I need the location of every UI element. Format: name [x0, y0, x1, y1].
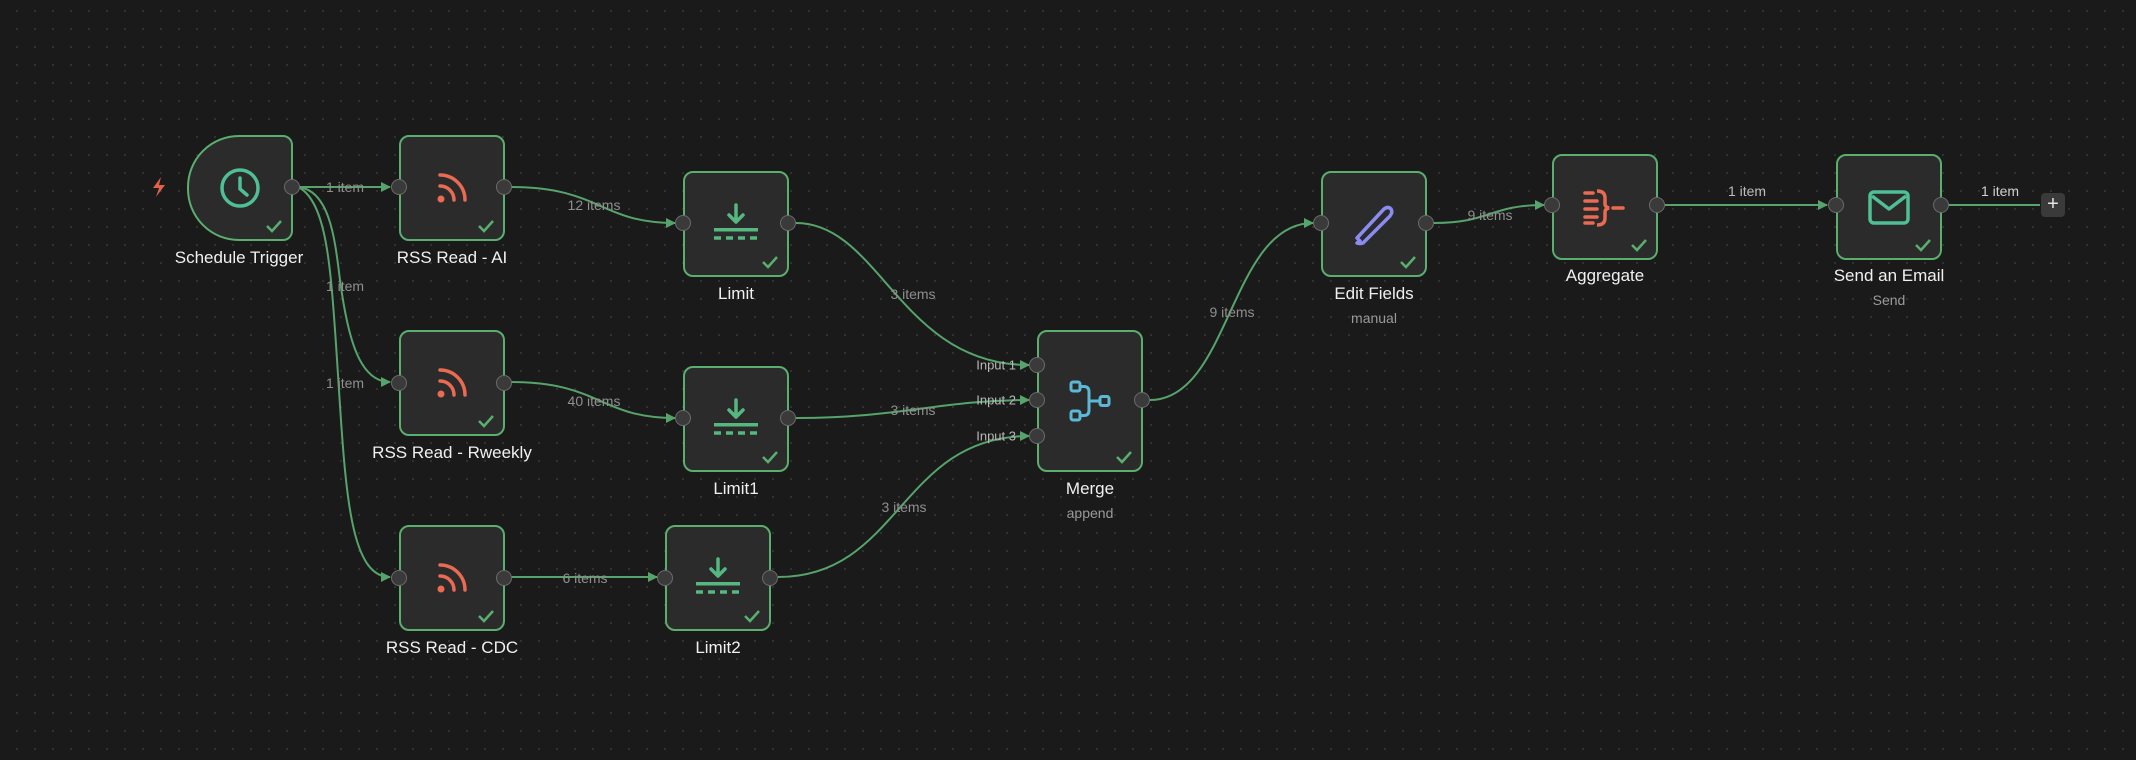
output-port[interactable]	[496, 375, 512, 391]
trigger-bolt-icon	[153, 177, 165, 197]
input-port[interactable]	[391, 375, 407, 391]
aggregate-icon	[1583, 189, 1625, 227]
node-subtitle: Send	[1872, 292, 1906, 308]
input-port[interactable]	[675, 410, 691, 426]
node-rss-read-rweekly[interactable]	[399, 330, 505, 436]
node-title: Edit Fields	[1334, 284, 1414, 303]
edge-label: 3 items	[890, 286, 936, 302]
input-label: Input 3	[976, 428, 1016, 444]
node-rss-read-cdc[interactable]	[399, 525, 505, 631]
success-check-icon	[478, 610, 494, 623]
input-port-2[interactable]	[1029, 392, 1045, 408]
node-merge[interactable]	[1037, 330, 1143, 472]
output-port[interactable]	[1134, 392, 1150, 408]
edge-trigger-to-rss-rweekly[interactable]	[297, 186, 391, 387]
edge-merge-to-edit-fields[interactable]	[1149, 218, 1314, 401]
pencil-icon	[1355, 205, 1394, 246]
node-title: Merge	[1065, 479, 1115, 498]
success-check-icon	[478, 220, 494, 233]
input-label: Input 1	[976, 357, 1016, 373]
success-check-icon	[1116, 451, 1132, 464]
rss-icon	[437, 173, 467, 203]
limit-icon	[714, 398, 758, 435]
node-title: Send an Email	[1833, 266, 1945, 285]
input-port-3[interactable]	[1029, 428, 1045, 444]
output-port[interactable]	[780, 410, 796, 426]
success-check-icon	[1631, 239, 1647, 252]
output-port[interactable]	[496, 570, 512, 586]
node-subtitle: manual	[1351, 310, 1397, 326]
input-port[interactable]	[1313, 215, 1329, 231]
rss-icon	[437, 368, 467, 398]
node-send-email[interactable]	[1836, 154, 1942, 260]
input-port[interactable]	[675, 215, 691, 231]
success-check-icon	[1915, 239, 1931, 252]
clock-icon	[220, 168, 260, 208]
success-check-icon	[744, 610, 760, 623]
edge-label: 1 item	[325, 375, 365, 391]
edge-rss-ai-to-limit[interactable]	[510, 186, 676, 228]
input-port-1[interactable]	[1029, 357, 1045, 373]
edge-limit1-to-merge[interactable]	[795, 395, 1030, 419]
node-rss-read-ai[interactable]	[399, 135, 505, 241]
edge-label: 40 items	[567, 393, 621, 409]
merge-icon	[1069, 380, 1111, 422]
success-check-icon	[1400, 256, 1416, 269]
input-port[interactable]	[657, 570, 673, 586]
node-limit[interactable]	[683, 171, 789, 277]
node-subtitle: append	[1066, 505, 1114, 521]
edge-edit-fields-to-aggregate[interactable]	[1433, 200, 1545, 224]
node-limit1[interactable]	[683, 366, 789, 472]
node-limit2[interactable]	[665, 525, 771, 631]
input-port[interactable]	[391, 570, 407, 586]
success-check-icon	[762, 451, 778, 464]
limit-icon	[714, 203, 758, 240]
success-check-icon	[762, 256, 778, 269]
node-title: Limit	[718, 284, 754, 303]
edge-label: 3 items	[890, 402, 936, 418]
edge-label: 12 items	[567, 197, 621, 213]
rss-icon	[437, 563, 467, 593]
success-check-icon	[266, 220, 282, 233]
input-label: Input 2	[976, 392, 1016, 408]
edge-label: 1 item	[325, 278, 365, 294]
edge-label: 9 items	[1209, 304, 1255, 320]
edge-label: 1 item	[1980, 183, 2020, 199]
output-port[interactable]	[1649, 197, 1665, 213]
input-port[interactable]	[1828, 197, 1844, 213]
edge-label: 6 items	[562, 570, 608, 586]
node-title: Aggregate	[1565, 266, 1645, 285]
edge-label: 9 items	[1467, 207, 1513, 223]
edge-trigger-to-rss-cdc[interactable]	[297, 186, 391, 582]
node-title: Limit2	[695, 638, 741, 657]
output-port[interactable]	[762, 570, 778, 586]
edge-limit2-to-merge[interactable]	[777, 431, 1030, 578]
edge-label: 1 item	[1727, 183, 1767, 199]
node-title: RSS Read - CDC	[385, 638, 519, 657]
node-schedule-trigger[interactable]	[187, 135, 293, 241]
node-title: RSS Read - Rweekly	[372, 443, 532, 462]
node-title: RSS Read - AI	[396, 248, 508, 267]
output-port[interactable]	[284, 179, 300, 195]
edge-label: 3 items	[881, 499, 927, 515]
input-port[interactable]	[1544, 197, 1560, 213]
success-check-icon	[478, 415, 494, 428]
node-title: Schedule Trigger	[174, 248, 304, 267]
node-title: Limit1	[713, 479, 759, 498]
output-port[interactable]	[1933, 197, 1949, 213]
input-port[interactable]	[391, 179, 407, 195]
edge-limit-to-merge[interactable]	[795, 222, 1030, 370]
node-edit-fields[interactable]	[1321, 171, 1427, 277]
add-node-button[interactable]: +	[2041, 193, 2065, 217]
limit-icon	[696, 557, 740, 594]
output-port[interactable]	[496, 179, 512, 195]
edge-label: 1 item	[325, 179, 365, 195]
node-aggregate[interactable]	[1552, 154, 1658, 260]
output-port[interactable]	[1418, 215, 1434, 231]
edge-rss-rweekly-to-limit1[interactable]	[510, 381, 676, 423]
output-port[interactable]	[780, 215, 796, 231]
envelope-icon	[1868, 190, 1910, 225]
